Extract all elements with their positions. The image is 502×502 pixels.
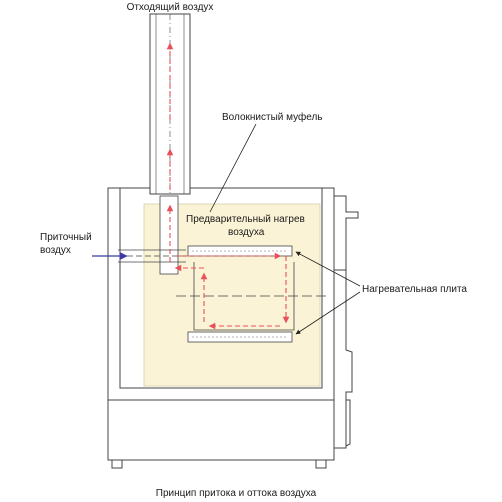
foot-right <box>315 459 327 469</box>
label-air-preheating-2: воздуха <box>228 227 265 238</box>
heating-plate-top <box>187 245 293 257</box>
label-supply-air-1: Приточный <box>40 232 92 243</box>
leader-muffle <box>209 123 257 213</box>
label-air-preheating-1: Предварительный нагрев <box>186 214 305 225</box>
leader-lines <box>209 123 361 335</box>
inner-exhaust-duct <box>159 195 179 275</box>
leader-plate-bottom <box>295 291 361 335</box>
foot-left <box>111 459 123 469</box>
furnace-door <box>333 195 359 449</box>
heating-plate-bottom <box>187 331 293 343</box>
leader-plate-top <box>295 251 361 287</box>
diagram-caption: Принцип притока и оттока воздуха <box>156 488 317 499</box>
label-heating-plate: Нагревательная плита <box>362 284 467 295</box>
label-exhaust-air: Отходящий воздух <box>127 2 214 13</box>
heating-chamber <box>176 262 330 331</box>
label-fiber-muffle: Волокнистый муфель <box>222 111 323 123</box>
airflow-path <box>166 42 290 330</box>
label-supply-air-2: воздух <box>40 245 71 256</box>
